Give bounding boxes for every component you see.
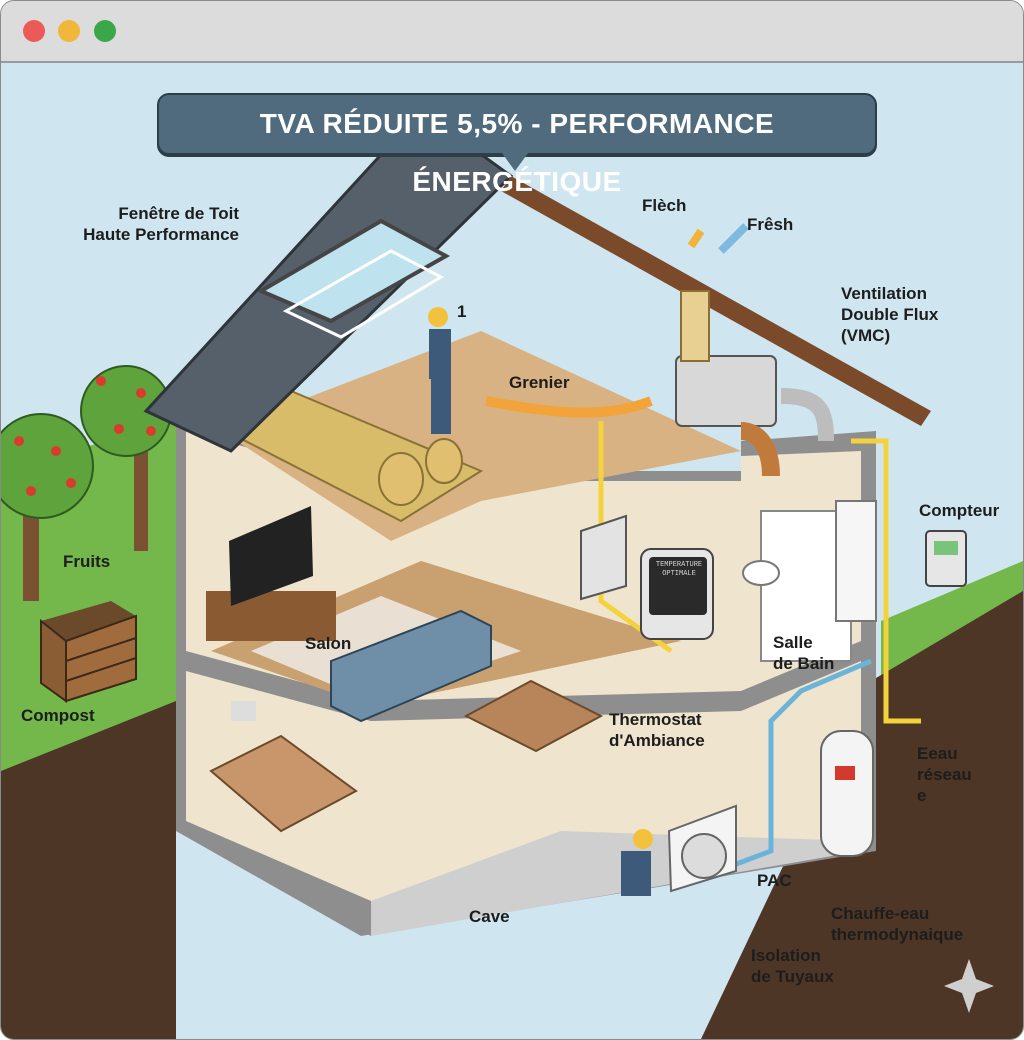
insulation-icon xyxy=(223,389,484,523)
label-fresh: Frêsh xyxy=(747,215,794,234)
label-vmc: Ventilation Double Flux (VMC) xyxy=(841,284,939,345)
banner-title: TVA RÉDUITE 5,5% - PERFORMANCE ÉNERGÉTIQ… xyxy=(259,108,775,197)
warm-air-flow xyxy=(485,396,653,418)
maximize-button[interactable] xyxy=(94,20,116,42)
cellar-floor xyxy=(371,831,861,936)
fresh-air-arrow xyxy=(718,223,749,254)
label-water-network: Eeau réseau e xyxy=(917,744,972,805)
label-compost: Compost xyxy=(21,706,95,725)
kitchen-counter xyxy=(209,701,358,833)
title-banner: TVA RÉDUITE 5,5% - PERFORMANCE ÉNERGÉTIQ… xyxy=(157,93,877,197)
label-heat-pump: PAC xyxy=(757,871,792,890)
label-living-room: Salon xyxy=(305,634,352,653)
meter-icon xyxy=(925,530,967,587)
label-fruits: Fruits xyxy=(63,552,111,571)
vmc-unit-icon xyxy=(675,290,834,477)
electrical-panel-icon xyxy=(580,514,627,601)
roof-edge xyxy=(501,176,931,426)
label-thermostat: Thermostat d'Ambiance xyxy=(609,710,705,750)
close-button[interactable] xyxy=(23,20,45,42)
house-illustration xyxy=(1,63,1023,1039)
dining-table xyxy=(463,679,604,753)
minimize-button[interactable] xyxy=(58,20,80,42)
soil-left xyxy=(1,701,176,1039)
bathroom-fixtures xyxy=(742,500,877,662)
roof-window-icon xyxy=(256,218,451,339)
label-water-heater: Chauffe-eau thermodynaique xyxy=(831,904,964,944)
apple-tree-icon xyxy=(1,365,172,601)
label-cellar: Cave xyxy=(469,907,510,926)
worker-icon xyxy=(428,307,451,434)
label-pipe-insulation: Isolation de Tuyaux xyxy=(751,946,834,986)
tv-icon xyxy=(206,506,336,641)
worker-icon xyxy=(621,829,653,896)
water-heater-icon xyxy=(820,730,874,857)
heat-pump-icon xyxy=(667,804,737,893)
label-worker-number: 1 xyxy=(457,302,467,321)
thermostat-icon xyxy=(640,548,714,640)
cold-water-pipe xyxy=(690,658,872,884)
sparkle-icon xyxy=(944,959,994,1013)
sofa-icon xyxy=(330,609,492,723)
label-flech: Flèch xyxy=(642,196,687,215)
stale-air-arrow xyxy=(687,228,705,249)
thermostat-screen-text: TEMPERATURE OPTIMALE xyxy=(655,561,703,578)
label-bathroom: Salle de Bain xyxy=(773,633,835,673)
label-meter: Compteur xyxy=(919,501,1000,520)
title-bar xyxy=(1,1,1023,63)
label-attic: Grenier xyxy=(509,373,570,392)
banner-pointer xyxy=(499,149,531,171)
label-roof-window: Fenêtre de Toit Haute Performance xyxy=(83,204,239,244)
compost-bin-icon xyxy=(40,601,137,703)
